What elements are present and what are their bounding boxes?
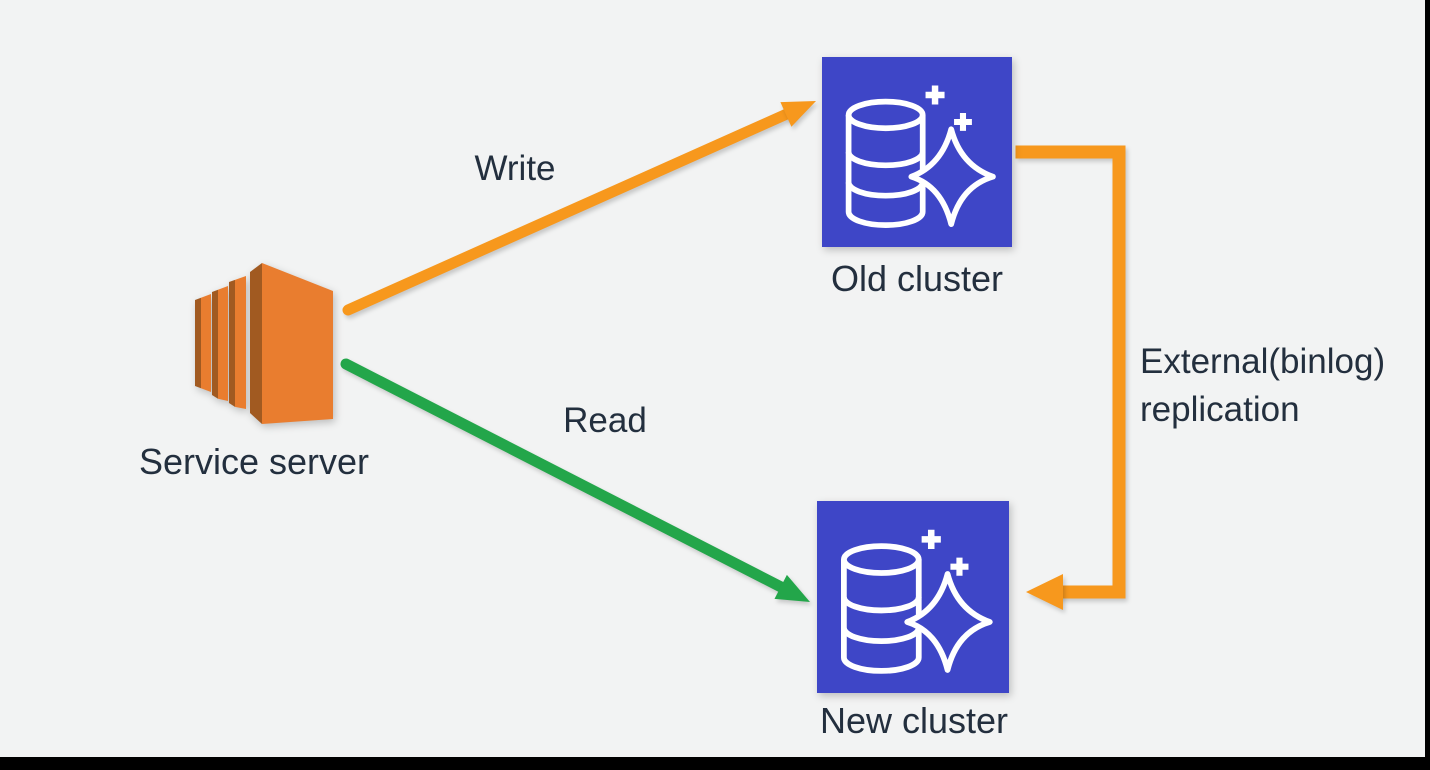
replication-arrowhead-icon — [1026, 574, 1063, 610]
ec2-server-icon — [195, 263, 333, 424]
read-arrowhead-icon — [774, 574, 810, 602]
database-sparkle-icon — [817, 501, 1009, 693]
letterbox-bottom — [0, 757, 1430, 770]
write-arrow — [342, 107, 795, 316]
database-sparkle-icon — [822, 57, 1012, 247]
replication-arrow — [1015, 145, 1126, 599]
read-edge-label: Read — [563, 401, 647, 440]
write-edge-label: Write — [474, 149, 556, 188]
new-cluster-label: New cluster — [819, 700, 1009, 741]
arrow-layer — [340, 101, 1126, 610]
old-cluster-label: Old cluster — [830, 258, 1004, 299]
letterbox-right — [1425, 0, 1430, 770]
service-server-label: Service server — [138, 441, 370, 482]
write-arrowhead-icon — [780, 101, 816, 127]
read-arrow — [340, 358, 789, 594]
replication-edge-label: External(binlog) replication — [1140, 342, 1386, 430]
diagram-canvas: Service server Old cluster New cluster W… — [0, 0, 1425, 757]
